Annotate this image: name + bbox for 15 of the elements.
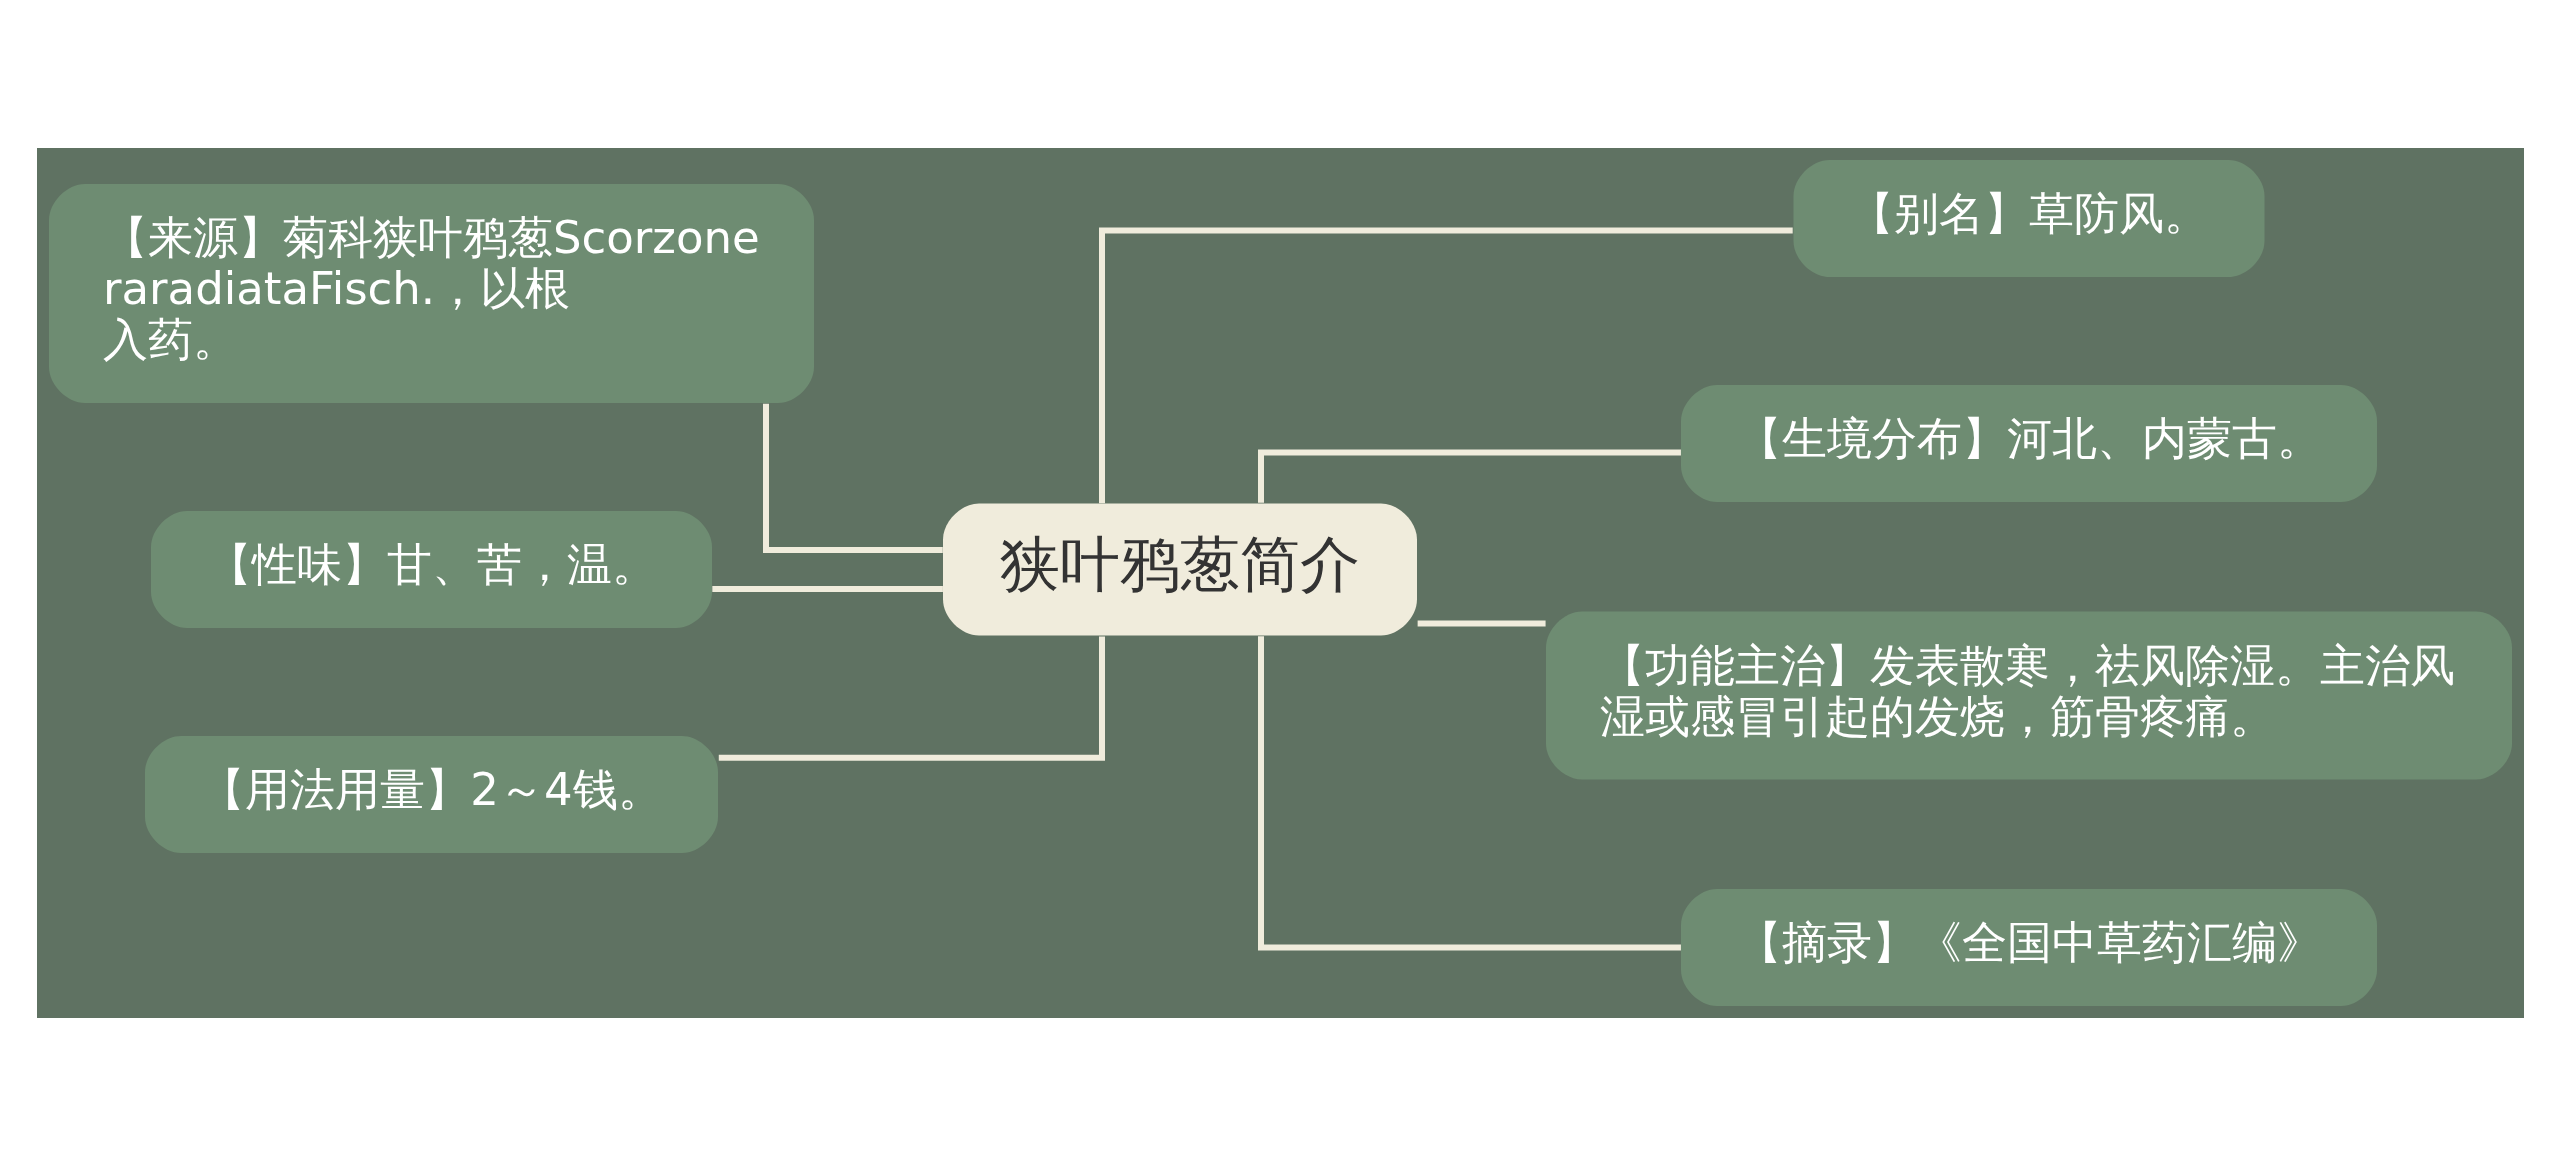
node-box: 【摘录】《全国中草药汇编》 — [1680, 888, 2377, 1006]
node-box: 【用法用量】2～4钱。 — [144, 735, 718, 853]
connector — [762, 403, 943, 553]
node-box: 【来源】菊科狭叶鸦葱ScorzoneraradiataFisch.，以根入药。 — [48, 183, 814, 403]
node-box: 【生境分布】河北、内蒙古。 — [1680, 384, 2377, 502]
connector — [711, 585, 943, 592]
node-box: 【功能主治】发表散寒，祛风除湿。主治风湿或感冒引起的发烧，筋骨疼痛。 — [1545, 611, 2512, 779]
node-box: 【性味】甘、苦，温。 — [150, 510, 712, 628]
node-box: 狭叶鸦葱简介 — [942, 503, 1417, 635]
node-box: 【别名】草防风。 — [1793, 159, 2264, 277]
connector — [1417, 620, 1546, 626]
connector — [1257, 635, 1681, 950]
connector — [1098, 227, 1793, 503]
connector — [718, 635, 1105, 761]
connector — [1257, 449, 1681, 503]
